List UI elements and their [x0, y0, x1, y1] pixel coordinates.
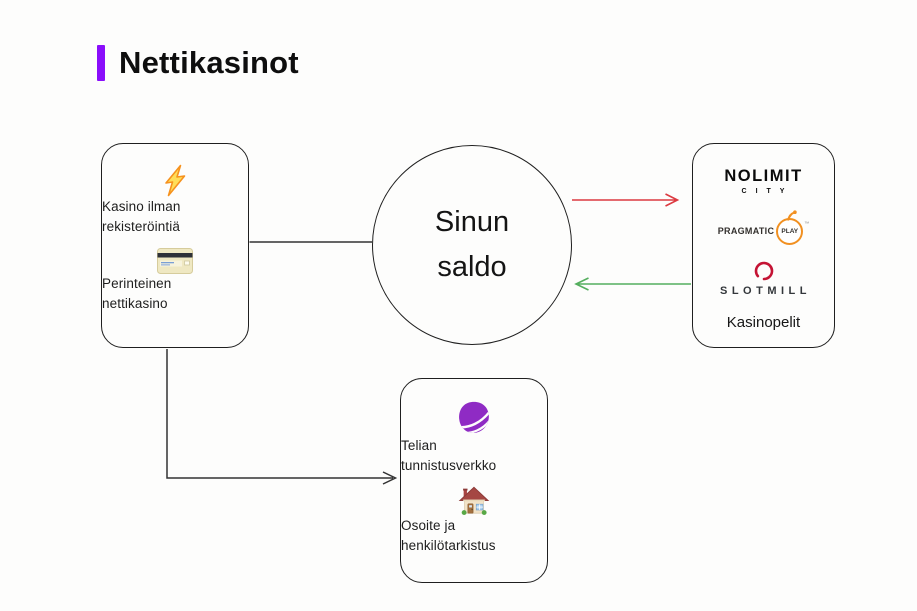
trademark-symbol: ™: [804, 221, 810, 227]
slotmill-logo: SLOTMILL: [693, 260, 834, 297]
slotmill-ring-icon: [754, 261, 773, 281]
nolimit-city-sub: CITY: [741, 188, 794, 195]
telia-logo: [457, 401, 492, 435]
nolimit-wordmark: NOLIMIT: [724, 167, 803, 185]
label-kasinopelit: Kasinopelit: [726, 314, 801, 331]
label-traditional-casino: Perinteinen nettikasino: [102, 276, 172, 311]
page-header: Nettikasinot: [97, 45, 299, 81]
arrow-balance-to-games: [572, 193, 680, 207]
pragmatic-play-logo: PRAGMATIC PLAY ™: [693, 209, 834, 247]
lightning-icon: [165, 164, 186, 197]
balance-circle: Sinun saldo: [372, 145, 572, 345]
arrow-games-to-balance: [574, 277, 691, 291]
card-telia-verification: Telian tunnistusverkko Osoite ja henkilö…: [400, 378, 548, 583]
connector-left-card-to-telia-arrow: [166, 349, 398, 485]
pragmatic-play-ring: PLAY: [776, 209, 804, 245]
pragmatic-play-word: PLAY: [781, 227, 799, 235]
balance-label: Sinun saldo: [434, 206, 510, 283]
nolimit-city-logo: NOLIMIT CITY: [693, 167, 834, 195]
label-address-verification: Osoite ja henkilötarkistus: [401, 518, 496, 553]
title-accent-bar: [97, 45, 105, 81]
page-title: Nettikasinot: [119, 45, 299, 80]
slotmill-wordmark: SLOTMILL: [720, 285, 811, 297]
card-game-providers: NOLIMIT CITY PRAGMATIC PLAY ™ SLOTMILL K…: [692, 143, 835, 348]
pragmatic-wordmark: PRAGMATIC: [717, 226, 775, 236]
label-casino-without-registration: Kasino ilman rekisteröintiä: [102, 199, 181, 234]
house-icon: [458, 486, 490, 516]
card-casino-types: Kasino ilman rekisteröintiä Perinteinen …: [101, 143, 249, 348]
crown-icon: [786, 209, 797, 221]
credit-card-icon: [157, 248, 193, 275]
label-telia-network: Telian tunnistusverkko: [401, 438, 497, 473]
